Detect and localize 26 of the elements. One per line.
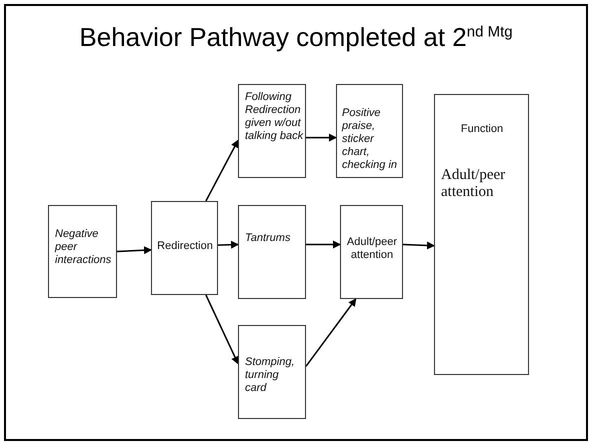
arrow xyxy=(205,140,239,202)
box-heading: Function xyxy=(460,123,504,136)
process-box xyxy=(238,325,306,419)
box-text: Tantrums xyxy=(245,232,292,245)
arrow xyxy=(306,134,337,142)
process-box xyxy=(238,205,306,299)
box-text: Stomping, turning card xyxy=(245,356,296,395)
box-text: Adult/peer attention xyxy=(441,167,506,201)
process-box xyxy=(434,94,529,375)
arrow xyxy=(402,241,435,250)
process-box xyxy=(151,201,218,295)
box-text: Redirection xyxy=(156,240,214,253)
box-text: Positive praise, sticker chart, checking in xyxy=(342,107,398,172)
slide-title: Behavior Pathway completed at 2$^{nd Mtg}$ xyxy=(78,22,514,53)
box-text: Adult/peer attention xyxy=(346,236,398,262)
arrow xyxy=(306,240,341,248)
box-text: Following Redirection given w/out talking back xyxy=(245,91,304,143)
arrow xyxy=(116,246,152,254)
process-box xyxy=(48,205,117,298)
arrow xyxy=(218,240,239,249)
process-box xyxy=(340,205,403,299)
process-box xyxy=(238,84,306,178)
box-text: Negative peer interactions xyxy=(55,228,112,267)
arrow xyxy=(205,294,239,364)
arrow xyxy=(305,298,356,367)
process-box xyxy=(336,84,403,178)
